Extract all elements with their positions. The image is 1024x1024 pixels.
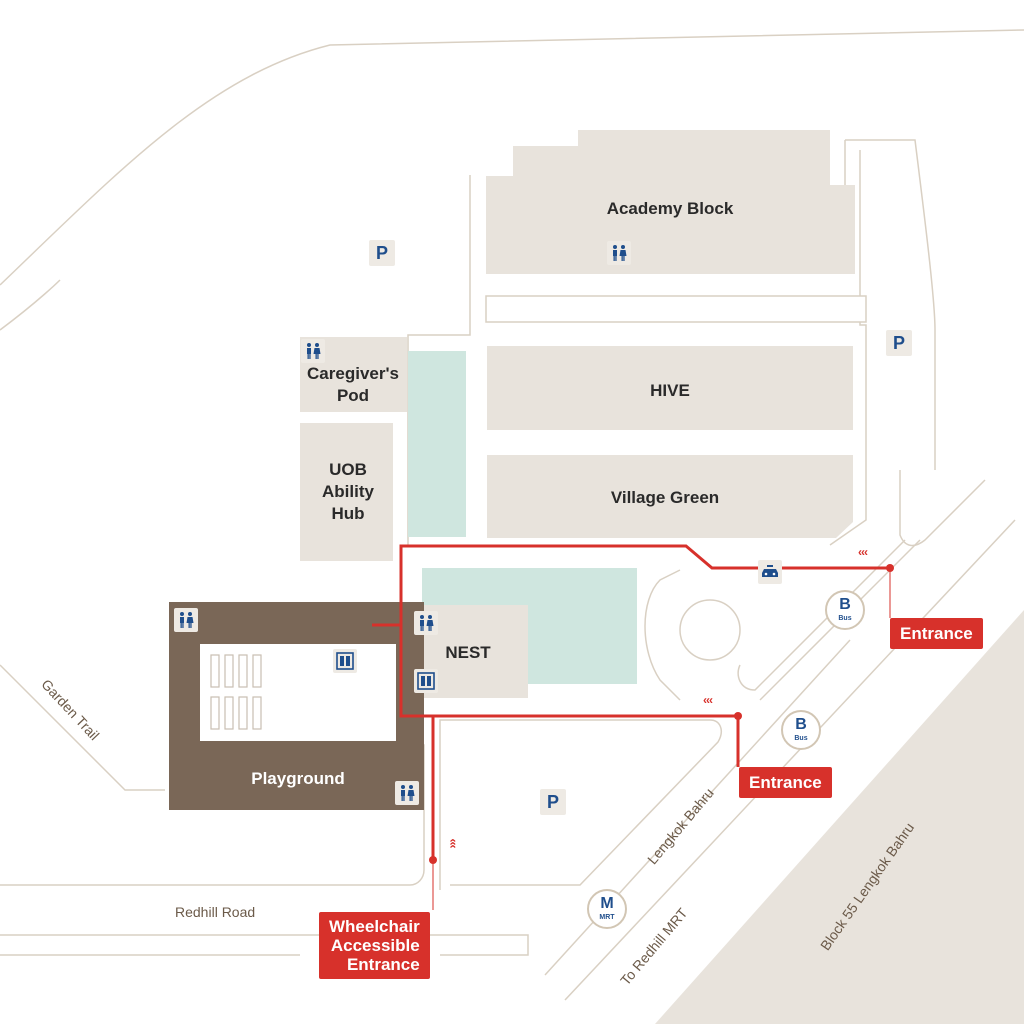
playground-shape [169,602,424,810]
route-node [886,564,894,572]
route-leader-lines [432,568,891,910]
bus-letter: B [795,716,807,733]
lift-icon [414,669,438,693]
toilet-icon [174,608,198,632]
toilet-icon [607,241,631,265]
drop-off-loop [644,569,681,701]
lift-icon [333,649,357,673]
chevron-left-icon: ‹‹‹ [703,693,713,707]
toilet-icon [301,339,325,363]
bus-stop-marker: B Bus [781,710,821,750]
inner-road-outline [407,139,986,547]
academy-block-label: Academy Block [606,199,734,218]
outer-road-outline [0,29,1024,286]
route-node [429,856,437,864]
block-55-land [655,610,1024,1024]
road-edge [564,519,1016,1001]
playground-label: Playground [251,769,345,788]
toilet-icon [395,781,419,805]
toilet-icon [414,611,438,635]
road-edge [439,719,722,890]
east-entrance-label: Entrance [890,618,983,649]
taxi-icon [758,560,782,584]
playground-benches [210,654,262,730]
road-edge [0,744,425,886]
mrt-station-marker: M MRT [587,889,627,929]
uob-ability-hub-shape [300,423,393,561]
road-edge [737,539,906,691]
parking-icon: P [540,789,566,815]
roundabout [679,599,741,661]
uob-ability-hub-label: UOB Ability Hub [322,460,374,523]
village-green-shape [487,455,853,538]
parking-icon: P [369,240,395,266]
ring-road-outline [0,279,61,331]
mrt-letter: M [600,895,614,912]
parking-icon: P [886,330,912,356]
academy-block-shape [486,130,855,274]
bus-stop-marker: B Bus [825,590,865,630]
chevron-left-icon: ‹‹‹ [858,545,868,559]
village-green-label: Village Green [610,488,720,507]
road-edge [0,664,165,791]
caregivers-pod-label: Caregiver's Pod [307,364,399,405]
hive-label: HIVE [650,381,690,400]
road-edge [0,934,529,956]
path-strip [485,295,867,323]
bus-text: Bus [838,615,852,622]
south-entrance-label: Entrance [739,767,832,798]
nest-label: NEST [445,643,491,662]
mrt-text: MRT [599,914,615,921]
road-edge [829,150,867,546]
chevron-up-icon: ‹‹‹ [446,838,461,848]
garden-strip [408,351,466,537]
route-node [734,712,742,720]
bus-letter: B [839,596,851,613]
hive-shape [487,346,853,430]
wheelchair-entrance-label: Wheelchair Accessible Entrance [319,912,430,979]
bus-text: Bus [794,735,808,742]
redhill-road-label: Redhill Road [175,904,256,920]
